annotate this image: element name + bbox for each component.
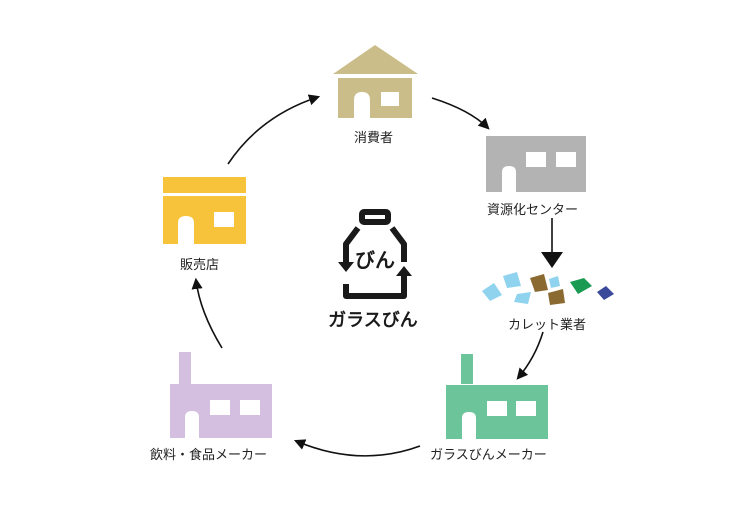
arrow-maker-to-food xyxy=(293,439,421,457)
arrow-cullet-to-maker xyxy=(516,331,544,380)
center-title: ガラスびん xyxy=(328,310,418,331)
glass-maker-factory-icon xyxy=(446,354,548,439)
glass-maker-label: ガラスびんメーカー xyxy=(430,448,547,463)
food-maker-factory-icon xyxy=(170,352,272,438)
arrow-shop-to-consumer xyxy=(227,94,321,165)
cullet-glass-pieces-icon xyxy=(482,272,614,305)
recycle-center-label: 資源化センター xyxy=(487,203,579,218)
bottle-mark-text: びん xyxy=(355,248,395,272)
food-maker-label: 飲料・食品メーカー xyxy=(150,448,268,463)
glass-bottle-recycle-mark-icon xyxy=(338,209,412,299)
recycle-center-building-icon xyxy=(486,136,586,192)
arrow-consumer-to-center xyxy=(431,97,490,130)
shop-store-icon xyxy=(163,177,246,244)
arrow-head-large xyxy=(541,252,563,268)
consumer-label: 消費者 xyxy=(354,131,394,146)
shop-label: 販売店 xyxy=(180,258,220,273)
arrow-food-to-shop xyxy=(191,277,223,349)
consumer-house-icon xyxy=(333,45,418,118)
cullet-label: カレット業者 xyxy=(508,318,587,333)
cycle-arrows xyxy=(191,94,563,457)
